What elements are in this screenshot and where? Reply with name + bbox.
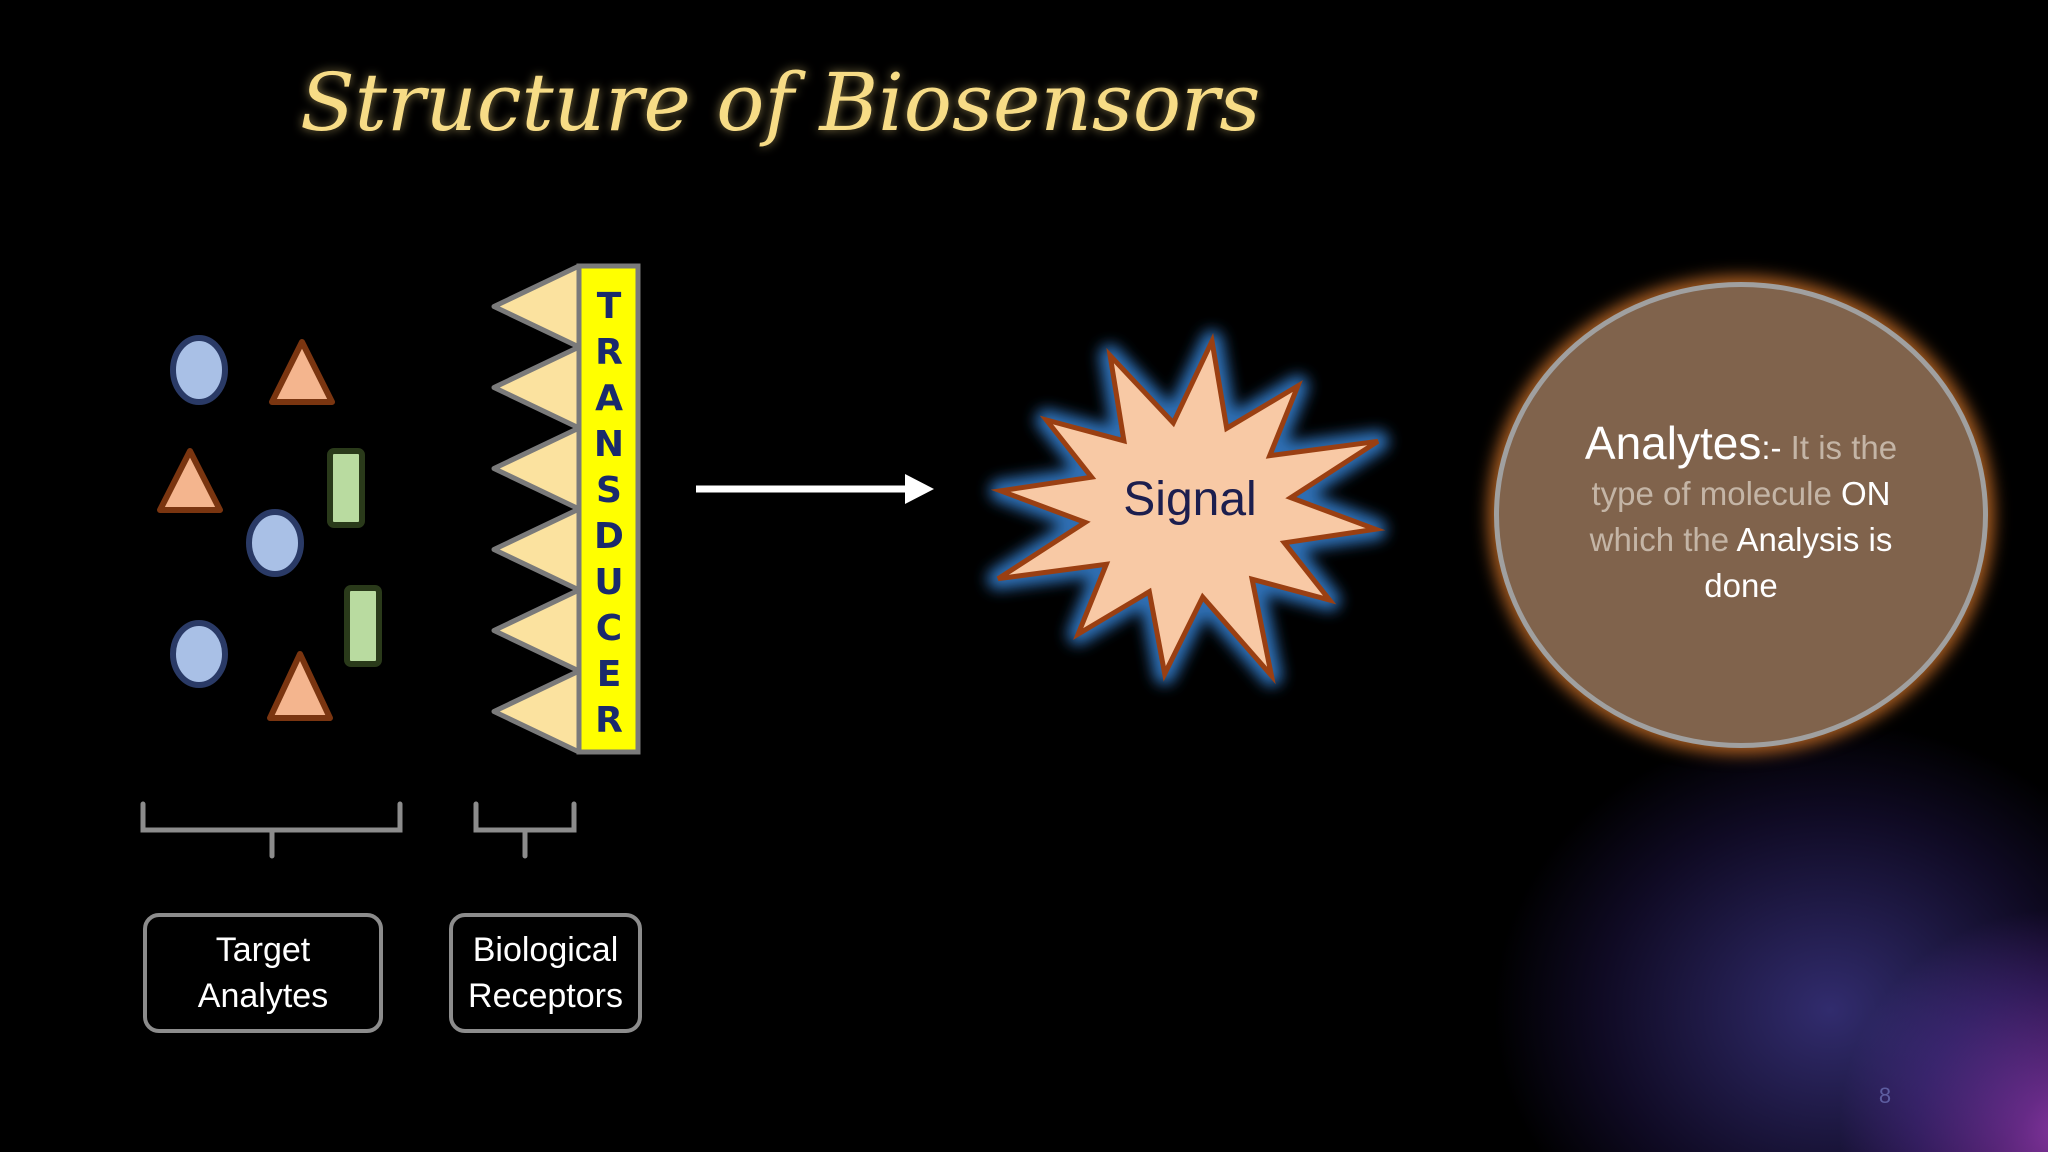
analyte-triangle-shape (157, 448, 223, 513)
analyte-circle-shape (246, 509, 304, 577)
definition-emphasis: Analysis is done (1704, 521, 1893, 604)
slide-title: Structure of Biosensors (300, 56, 1261, 149)
analytes-definition-circle (1494, 282, 1988, 748)
transducer-letter: D (594, 516, 624, 557)
biological-receptors-group (491, 263, 582, 755)
receptor-tooth (491, 425, 582, 512)
definition-text: It is the type of molecule (1591, 429, 1898, 512)
biological-receptors-bracket (473, 801, 577, 859)
transducer-letter: E (597, 654, 622, 695)
target-analytes-group (157, 335, 382, 721)
label-line: Target (215, 931, 311, 969)
analyte-rectangle-shape (344, 585, 382, 667)
transducer-letter: N (594, 424, 624, 465)
definition-text: which the (1589, 521, 1737, 558)
brackets (140, 801, 577, 859)
transducer-letter: R (595, 700, 623, 741)
receptor-tooth (491, 344, 582, 431)
signal-starburst (987, 330, 1389, 687)
analyte-triangle-shape (269, 339, 335, 405)
label-line: Receptors (468, 977, 623, 1015)
transducer-letter: S (596, 470, 622, 511)
signal-star-shape (990, 332, 1386, 685)
transducer-letter: C (596, 608, 622, 649)
analyte-rectangle-shape (327, 448, 365, 528)
arrow-head (905, 474, 934, 504)
analytes-separator: :- (1761, 429, 1782, 466)
receptor-tooth (491, 506, 582, 593)
transducer-letter: A (595, 378, 623, 419)
biological-receptors-label-box: Biological Receptors (449, 913, 642, 1033)
definition-emphasis: ON (1840, 475, 1891, 512)
arrow (696, 474, 934, 504)
transducer-letter: R (595, 332, 623, 373)
target-analytes-bracket (140, 801, 403, 859)
label-line: Analytes (197, 977, 329, 1015)
analytes-definition-text: Analytes:- It is the type of molecule ON… (1560, 420, 1922, 620)
receptor-tooth (491, 587, 582, 674)
signal-label: Signal (1123, 473, 1257, 526)
transducer-letter: U (594, 562, 623, 603)
analyte-circle-shape (170, 335, 228, 405)
analyte-circle-shape (170, 620, 228, 688)
page-number: 8 (1878, 1083, 1892, 1108)
analyte-triangle-shape (267, 651, 333, 721)
label-line: Biological (472, 931, 619, 969)
receptor-tooth (491, 263, 582, 350)
transducer-letter: T (597, 286, 622, 327)
transducer-bar (576, 263, 641, 755)
receptor-tooth (491, 668, 582, 755)
target-analytes-label-box: Target Analytes (143, 913, 383, 1033)
analytes-term: Analytes (1584, 417, 1762, 469)
